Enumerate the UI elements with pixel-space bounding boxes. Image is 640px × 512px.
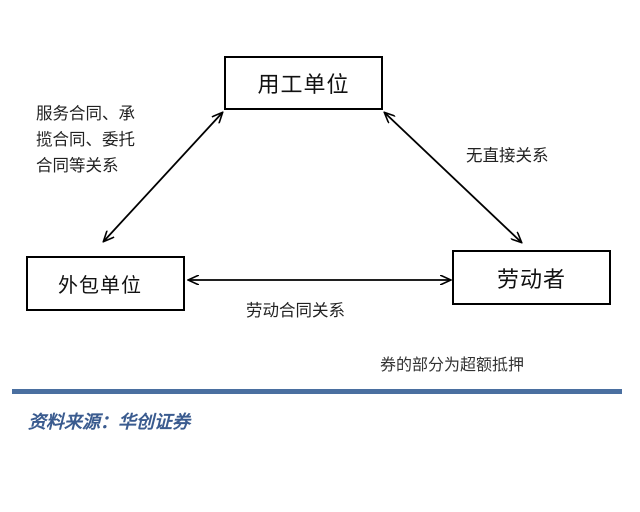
- arrow-outsourcer-employer: [104, 113, 222, 241]
- node-employer: 用工单位: [224, 56, 383, 110]
- caption-note: 券的部分为超额抵押: [380, 355, 525, 374]
- node-outsourcer: 外包单位: [26, 256, 185, 311]
- node-worker-label: 劳动者: [496, 267, 566, 293]
- source-label: 资料来源：华创证券: [28, 412, 190, 433]
- node-employer-label: 用工单位: [257, 73, 350, 98]
- arrow-employer-worker: [385, 113, 521, 242]
- edge-label-line: 合同等关系: [36, 156, 119, 175]
- edge-label-line: 服务合同、承: [36, 104, 135, 123]
- node-worker: 劳动者: [452, 250, 611, 305]
- edge-label-outsourcer-worker: 劳动合同关系: [246, 301, 345, 320]
- edge-label-line: 揽合同、委托: [36, 130, 135, 149]
- edge-label-outsourcer-employer: 服务合同、承 揽合同、委托 合同等关系: [36, 101, 135, 179]
- edge-label-employer-worker: 无直接关系: [466, 146, 549, 165]
- divider-rule: [12, 389, 622, 394]
- node-outsourcer-label: 外包单位: [58, 273, 142, 297]
